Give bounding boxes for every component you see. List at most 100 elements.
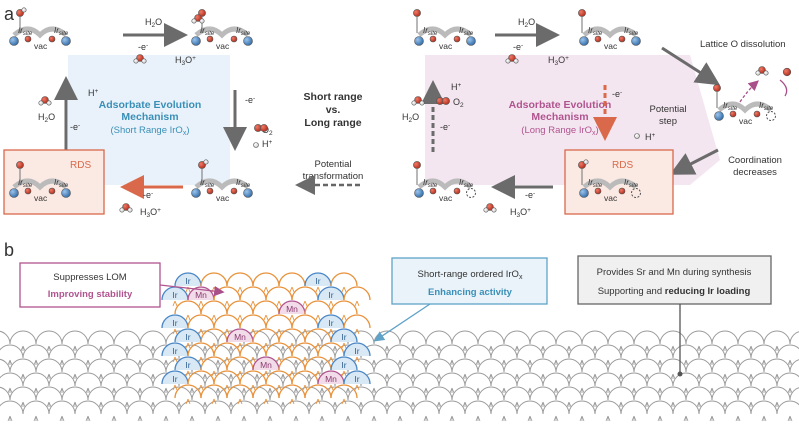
lattice-bond [341, 314, 347, 321]
perovskite-arc [278, 384, 306, 399]
substrate-arc [646, 400, 674, 415]
substrate-bond [46, 345, 52, 352]
lattice-bond [185, 398, 191, 405]
substrate-bond [59, 359, 65, 366]
ir-site-label: Irsite [459, 26, 474, 37]
substrate-arc [464, 400, 492, 415]
manganese-arc [252, 356, 280, 371]
perovskite-arc [239, 342, 267, 357]
lattice-bond [172, 300, 178, 307]
water-hydrogen-atom [505, 58, 511, 64]
substrate-arc [607, 330, 635, 345]
perovskite-arc [278, 272, 306, 287]
substrate-bond [280, 401, 286, 408]
substrate-arc [672, 400, 700, 415]
substrate-bond [319, 359, 325, 366]
substrate-arc [659, 330, 687, 345]
substrate-arc [542, 372, 570, 387]
water-oxygen-atom [486, 203, 494, 211]
perovskite-arc [174, 384, 202, 399]
substrate-arc [685, 330, 713, 345]
substrate-arc [373, 386, 401, 401]
iridium-arc [304, 272, 332, 287]
substrate-bond [202, 373, 208, 380]
lattice-bond [315, 398, 321, 405]
iridium-label: Ir [341, 360, 346, 370]
perovskite-arc [200, 356, 228, 371]
lattice-bond [172, 328, 178, 335]
substrate-bond [631, 359, 637, 366]
lattice-bond [224, 328, 230, 335]
substrate-bond [488, 373, 494, 380]
svg-text:H3O+: H3O+ [140, 207, 161, 219]
perovskite-arc [239, 314, 267, 329]
substrate-arc [594, 400, 622, 415]
substrate-arc [74, 344, 102, 359]
perovskite-arc [291, 314, 319, 329]
lattice-bond [185, 314, 191, 321]
lom-callout-box [19, 262, 161, 308]
ir-site-label: Irsite [624, 26, 639, 37]
perovskite-arc [213, 286, 241, 301]
substrate-bond [228, 373, 234, 380]
ir-site-label: Irsite [588, 178, 603, 189]
substrate-arc [620, 400, 648, 415]
substrate-bond [189, 387, 195, 394]
substrate-arc [464, 344, 492, 359]
manganese-label: Mn [325, 374, 337, 384]
reaction-species-labels: H2O -e- H3O+ -e- O2 H+ H+ H2O -e- -e- H3… [38, 17, 656, 219]
iridium-atom [9, 188, 19, 198]
substrate-bond [540, 345, 546, 352]
substrate-bond [163, 387, 169, 394]
svg-text:-e-: -e- [612, 89, 622, 99]
substrate-bond [293, 359, 299, 366]
perovskite-arc [252, 328, 280, 343]
substrate-bond [137, 387, 143, 394]
surface-bond [12, 178, 68, 191]
substrate-bond [241, 359, 247, 366]
substrate-arc [581, 386, 609, 401]
iridium-label: Ir [354, 346, 359, 356]
iridium-arc [343, 342, 371, 357]
substrate-bond [397, 387, 403, 394]
lattice-bond [211, 314, 217, 321]
substrate-bond [33, 415, 39, 422]
lattice-oxygen-atom [618, 35, 626, 43]
lattice-oxygen-atom [24, 35, 32, 43]
substrate-arc [35, 386, 63, 401]
substrate-bond [553, 415, 559, 422]
substrate-bond [618, 401, 624, 408]
lattice-dissolution-curve-2 [779, 79, 788, 97]
water-hydrogen-atom [119, 207, 125, 213]
svg-text:O2: O2 [453, 97, 464, 109]
substrate-arc [113, 330, 141, 345]
substrate-arc [256, 372, 284, 387]
substrate-bond [553, 387, 559, 394]
vac-label: vac [216, 193, 230, 203]
ir-site-label: Irsite [54, 26, 69, 37]
substrate-bond [410, 373, 416, 380]
substrate-arc [399, 358, 427, 373]
water-hydrogen-atom [141, 58, 147, 64]
substrate-bond [306, 345, 312, 352]
substrate-bond [501, 359, 507, 366]
svg-text:-e-: -e- [440, 122, 450, 132]
substrate-arc [451, 330, 479, 345]
lattice-oxygen-atom [453, 35, 461, 43]
substrate-bond [618, 373, 624, 380]
iridium-label: Ir [341, 332, 346, 342]
perovskite-arc [174, 300, 202, 315]
vac-label: vac [34, 41, 48, 51]
substrate-arc [48, 372, 76, 387]
substrate-arc [555, 330, 583, 345]
short-range-callout-line1: Short-range ordered IrOx [418, 269, 523, 281]
substrate-bond [722, 401, 728, 408]
substrate-bond [241, 415, 247, 422]
ir-site-label: Irsite [236, 26, 251, 37]
substrate-bond [306, 373, 312, 380]
coordination-label-2: decreases [733, 167, 777, 178]
substrate-bond [332, 345, 338, 352]
water-oxygen-atom [414, 96, 422, 104]
short-range-callout-line2: Enhancing activity [428, 287, 513, 298]
substrate-bond [280, 345, 286, 352]
